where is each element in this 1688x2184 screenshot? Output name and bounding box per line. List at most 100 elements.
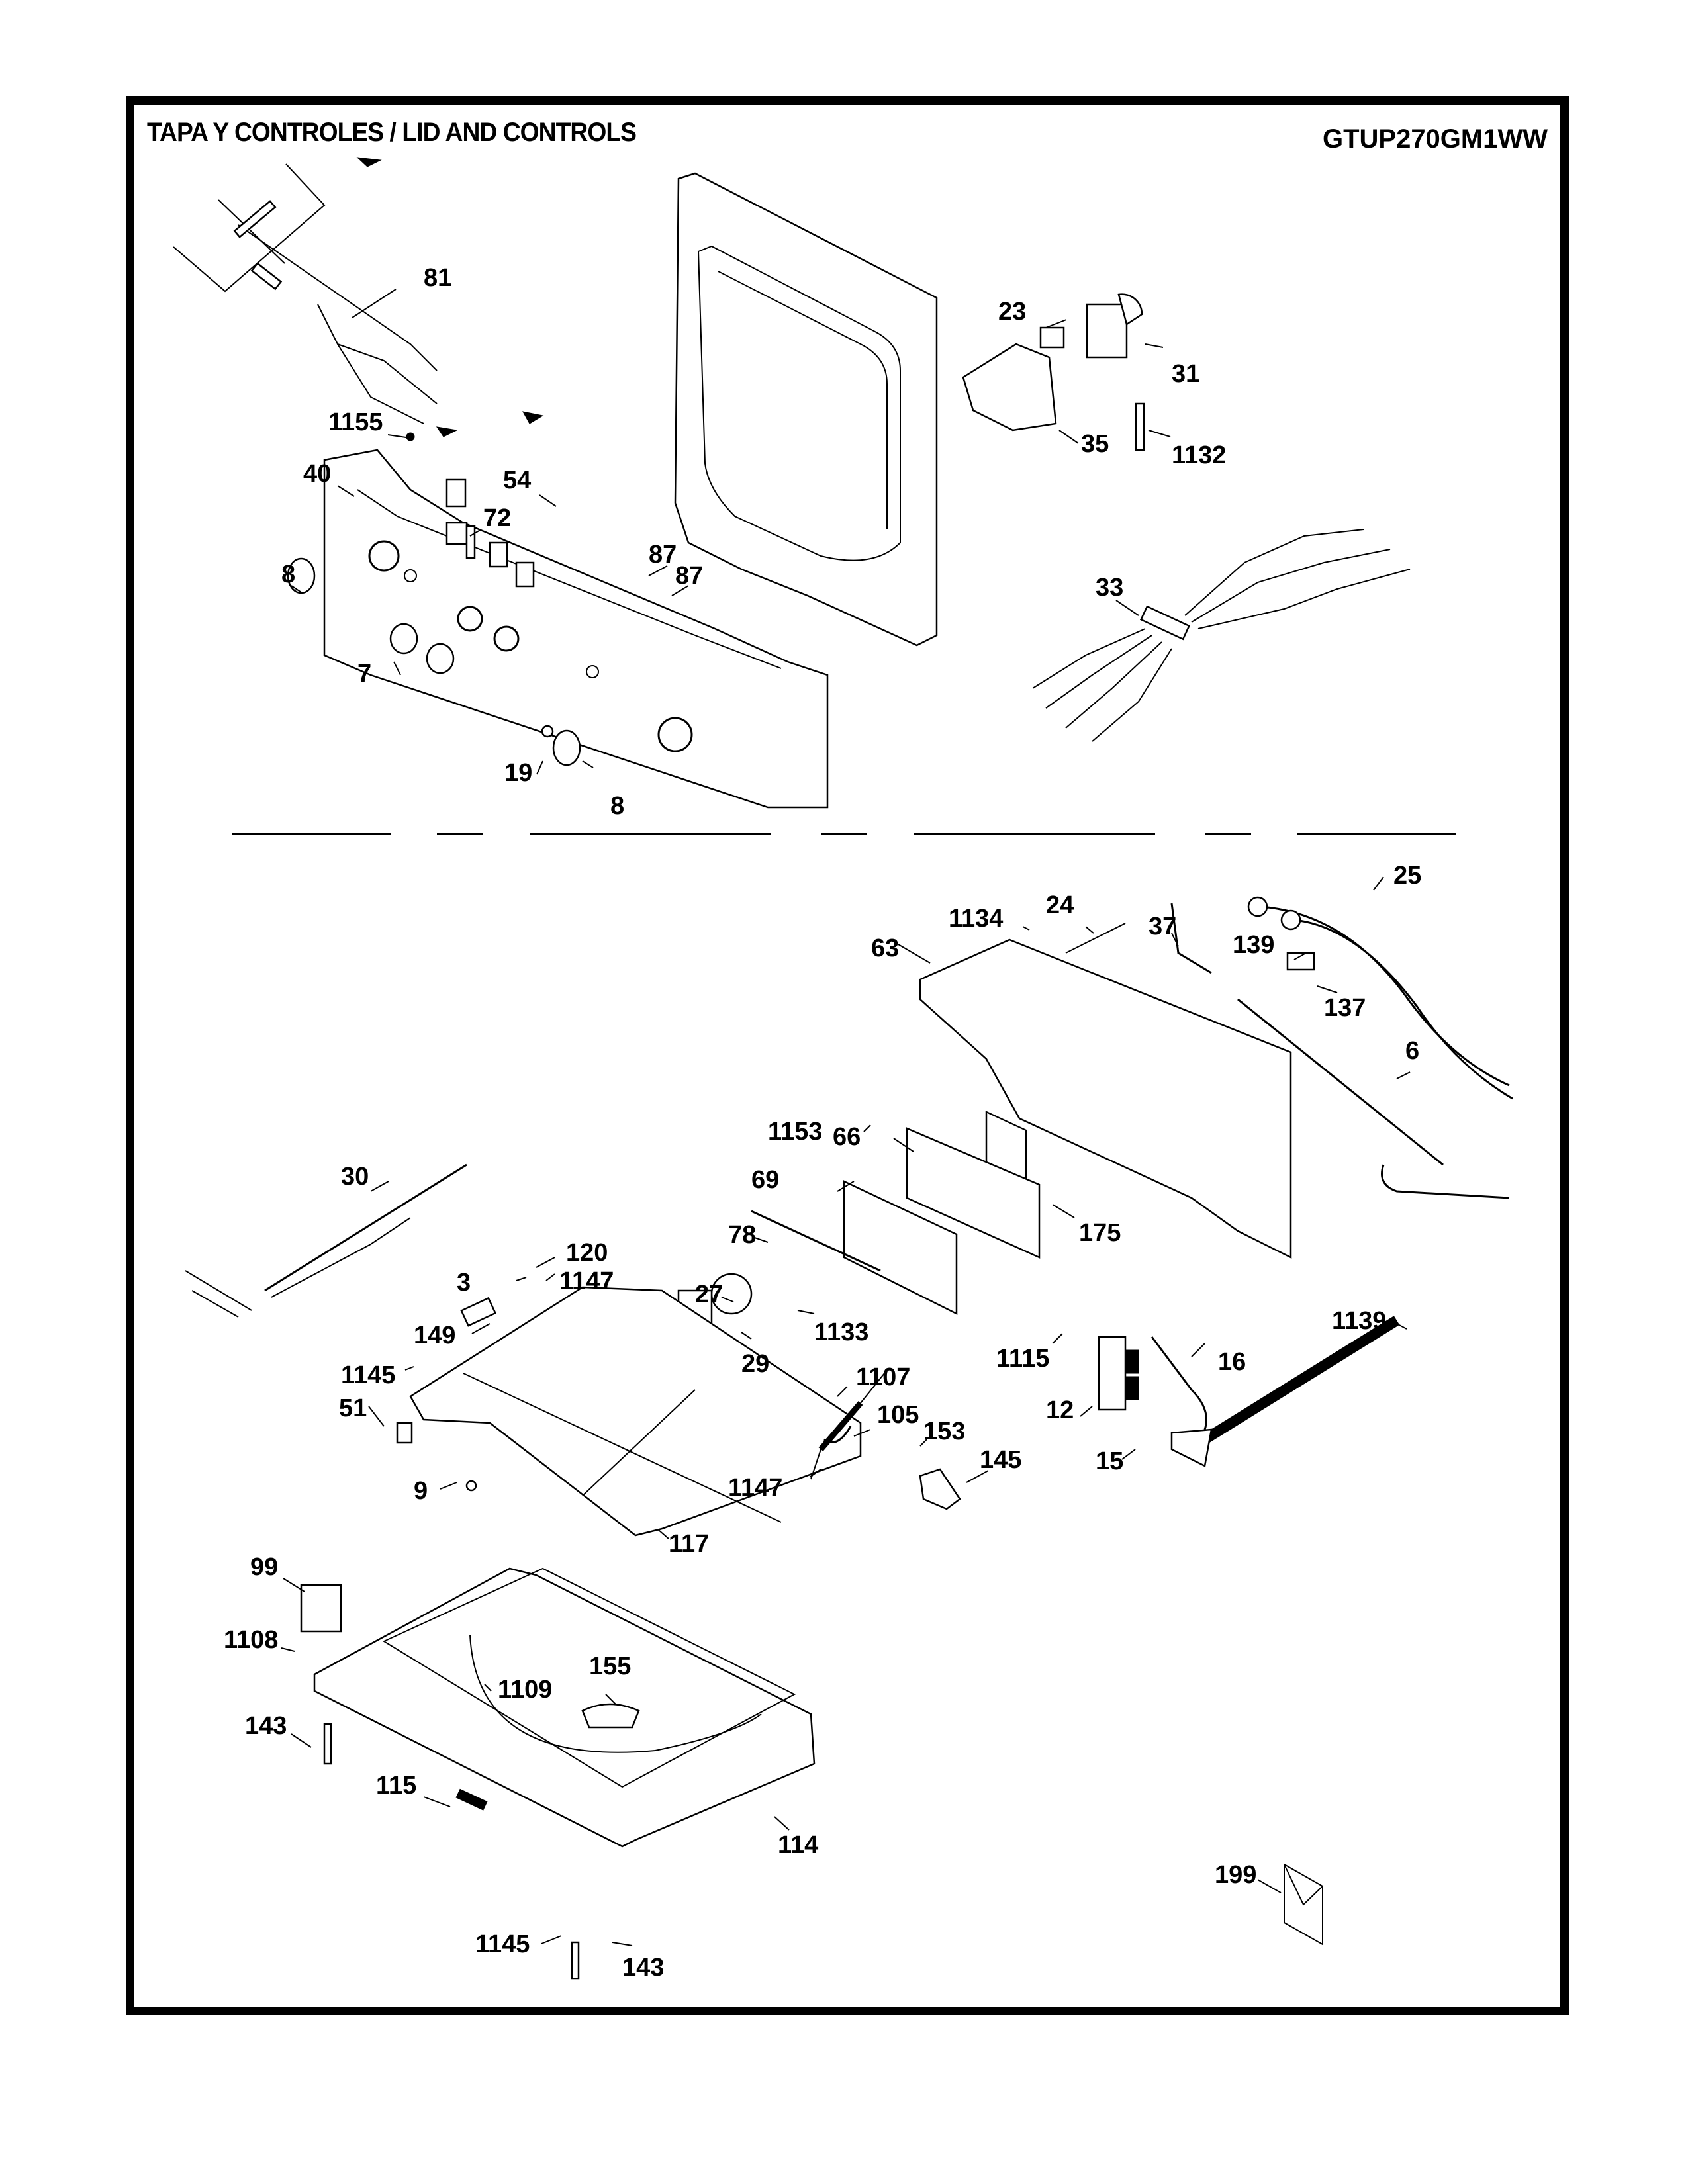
callout-16: 16 xyxy=(1218,1348,1246,1376)
callout-72: 72 xyxy=(483,504,511,532)
callout-9: 9 xyxy=(414,1477,428,1505)
part-25-inlet-hoses xyxy=(1247,896,1513,1100)
callout-1139: 1139 xyxy=(1332,1307,1386,1335)
callout-199: 199 xyxy=(1215,1861,1256,1889)
callout-1147-a: 1147 xyxy=(559,1267,614,1295)
callout-1132: 1132 xyxy=(1172,441,1226,469)
callout-66: 66 xyxy=(833,1123,861,1151)
callout-19: 19 xyxy=(504,759,532,787)
callout-81: 81 xyxy=(424,264,451,292)
callout-1133: 1133 xyxy=(814,1318,868,1346)
part-63-bracket xyxy=(919,938,1292,1259)
callout-155: 155 xyxy=(589,1653,631,1680)
callout-1155: 1155 xyxy=(328,408,383,436)
part-66-bracket xyxy=(906,1127,1041,1259)
part-6-heater xyxy=(1237,998,1510,1199)
callout-153: 153 xyxy=(923,1418,965,1445)
part-105-rod xyxy=(823,1426,852,1443)
part-87-switch-a xyxy=(489,541,508,568)
callout-1109: 1109 xyxy=(498,1676,552,1704)
callout-145: 145 xyxy=(980,1446,1021,1474)
callout-51: 51 xyxy=(339,1394,367,1422)
part-155-cap xyxy=(581,1703,640,1729)
page-title: TAPA Y CONTROLES / LID AND CONTROLS xyxy=(147,118,637,147)
callout-27: 27 xyxy=(695,1281,723,1308)
callout-1108: 1108 xyxy=(224,1626,278,1654)
part-15-drain-outlet xyxy=(1170,1428,1213,1467)
part-1132-label xyxy=(1135,402,1145,451)
callout-33: 33 xyxy=(1096,574,1123,602)
callout-99: 99 xyxy=(250,1553,278,1581)
callout-23: 23 xyxy=(998,298,1026,326)
part-143-hinge-a xyxy=(323,1723,332,1765)
callout-105: 105 xyxy=(877,1401,919,1429)
model-number: GTUP270GM1WW xyxy=(1322,124,1548,154)
part-78-harness xyxy=(751,1210,881,1272)
part-114-top xyxy=(313,1567,816,1848)
callout-87-b: 87 xyxy=(675,562,703,590)
part-81-wire-harness xyxy=(173,157,544,437)
callout-69: 69 xyxy=(751,1166,779,1194)
callout-24: 24 xyxy=(1046,891,1074,919)
callout-40: 40 xyxy=(303,460,331,488)
callout-143-b: 143 xyxy=(622,1954,664,1981)
callout-54: 54 xyxy=(503,467,531,494)
part-24-wire xyxy=(1065,923,1126,954)
part-69-control-board xyxy=(843,1180,958,1316)
callout-149: 149 xyxy=(414,1322,455,1349)
part-117-lid xyxy=(409,1286,862,1537)
callout-8-left: 8 xyxy=(281,561,295,588)
callout-1107: 1107 xyxy=(856,1363,910,1391)
part-149-latch xyxy=(460,1297,497,1327)
callout-87-a: 87 xyxy=(649,541,677,569)
part-143-hinge-b xyxy=(571,1941,580,1980)
part-33-wire-harness xyxy=(1032,529,1411,742)
callout-1115: 1115 xyxy=(996,1345,1049,1373)
part-87-switch-b xyxy=(515,561,535,588)
callout-29: 29 xyxy=(741,1350,769,1378)
part-console-backsplash xyxy=(674,172,938,647)
callout-12: 12 xyxy=(1046,1396,1074,1424)
part-51-bumper xyxy=(396,1422,413,1444)
callout-6: 6 xyxy=(1405,1037,1419,1065)
callout-1134: 1134 xyxy=(949,905,1003,933)
callout-120: 120 xyxy=(566,1239,608,1267)
part-16-wire xyxy=(1150,1336,1207,1430)
callout-114: 114 xyxy=(778,1831,818,1859)
part-1139-drain-hose xyxy=(1201,1316,1400,1444)
part-23-lid-switch xyxy=(1039,326,1065,349)
part-12-water-valve xyxy=(1098,1336,1139,1411)
part-30-harness xyxy=(185,1163,467,1318)
callout-78: 78 xyxy=(728,1221,756,1249)
callout-25: 25 xyxy=(1393,862,1421,889)
callout-115: 115 xyxy=(376,1772,416,1799)
callout-35: 35 xyxy=(1081,430,1109,458)
part-99-switch xyxy=(300,1584,342,1633)
callout-15: 15 xyxy=(1096,1447,1123,1475)
callout-1153: 1153 xyxy=(768,1118,822,1146)
callout-139: 139 xyxy=(1233,931,1274,959)
part-35-bracket xyxy=(962,343,1057,432)
part-31-timer xyxy=(1086,293,1143,359)
callout-1147-b: 1147 xyxy=(728,1474,782,1502)
callout-7: 7 xyxy=(357,660,371,688)
part-8-knob-left xyxy=(287,557,316,594)
part-37-bracket xyxy=(1170,903,1212,974)
callout-137: 137 xyxy=(1324,994,1366,1022)
part-7-knob xyxy=(389,623,455,674)
part-145-hinge xyxy=(919,1468,961,1510)
part-9-bumper xyxy=(465,1480,477,1492)
callout-63: 63 xyxy=(871,934,899,962)
callout-3: 3 xyxy=(457,1269,471,1297)
callout-1145-a: 1145 xyxy=(341,1361,395,1389)
diagram-frame xyxy=(126,96,1569,2015)
callout-175: 175 xyxy=(1079,1219,1121,1247)
part-1155-screw xyxy=(406,432,415,441)
part-8-knob-right xyxy=(552,729,581,766)
callout-31: 31 xyxy=(1172,360,1199,388)
part-115-clip xyxy=(455,1788,488,1811)
callout-8-right: 8 xyxy=(610,792,624,820)
callout-143-a: 143 xyxy=(245,1712,287,1740)
callout-leaders xyxy=(281,289,1411,1946)
